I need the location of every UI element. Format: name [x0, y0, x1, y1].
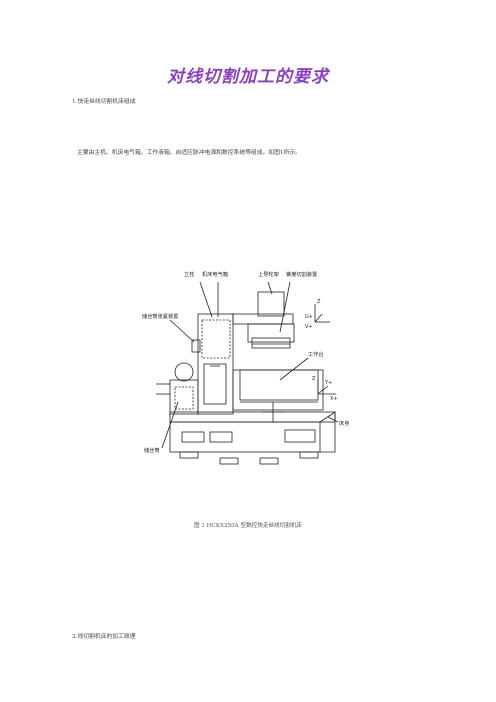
axis-x: X+	[330, 396, 338, 402]
worktable-base	[232, 369, 324, 411]
wire-drum-roll	[174, 362, 194, 382]
axis-y: Y+	[324, 380, 332, 386]
foot-2	[219, 457, 239, 465]
upper-guide-block	[247, 323, 295, 343]
bed-body	[169, 421, 321, 453]
figure-caption: 图 1 HCKX250A 型数控快走丝线切割机床	[193, 523, 303, 529]
worktable-top	[239, 369, 319, 401]
electrical-box	[201, 319, 231, 359]
foot-1	[179, 451, 199, 459]
bed-window-2	[209, 431, 233, 443]
axis-v: V+	[305, 324, 313, 330]
document-title: 对线切割加工的要求	[167, 67, 329, 87]
section-2-heading: 2.线切割机床的加工原理	[72, 634, 136, 640]
wire-drum-window	[174, 386, 194, 410]
bed-window-3	[284, 429, 316, 443]
section-1-paragraph: 主要由主机、机床电气箱、工作液箱、自适应脉冲电源和数控系统等组成。如图1所示。	[77, 150, 301, 156]
taper-device	[251, 337, 291, 349]
column-panel	[203, 363, 227, 405]
axis-z-lower: Z	[312, 376, 316, 382]
label-wire-drum: 储丝筒	[144, 446, 160, 454]
machine-diagram: 立柱 机床电气箱 上导轮架 锥度切割装置 储丝筒张紧装置 工作台 床身 储丝筒 …	[142, 270, 349, 465]
section-1-heading: 1.快走丝线切割机床组成	[72, 99, 136, 105]
upper-guide-head	[257, 291, 285, 317]
label-taper-device: 锥度切割装置	[286, 270, 317, 278]
bed-plinth	[169, 411, 336, 423]
bed-window-1	[181, 431, 205, 443]
label-electrical-box: 机床电气箱	[202, 270, 228, 278]
bed-right-slope	[319, 411, 336, 453]
column	[197, 313, 234, 415]
label-worktable: 工作台	[308, 350, 324, 358]
label-column: 立柱	[184, 270, 194, 278]
tension-knob	[191, 339, 201, 353]
label-upper-guide: 上导轮架	[258, 270, 279, 278]
foot-4	[299, 451, 319, 459]
foot-3	[259, 457, 279, 465]
axis-z-upper: Z	[317, 299, 321, 305]
label-bed: 床身	[339, 419, 349, 427]
axis-u: U+	[305, 314, 313, 320]
label-wire-tension: 储丝筒张紧装置	[142, 312, 178, 320]
